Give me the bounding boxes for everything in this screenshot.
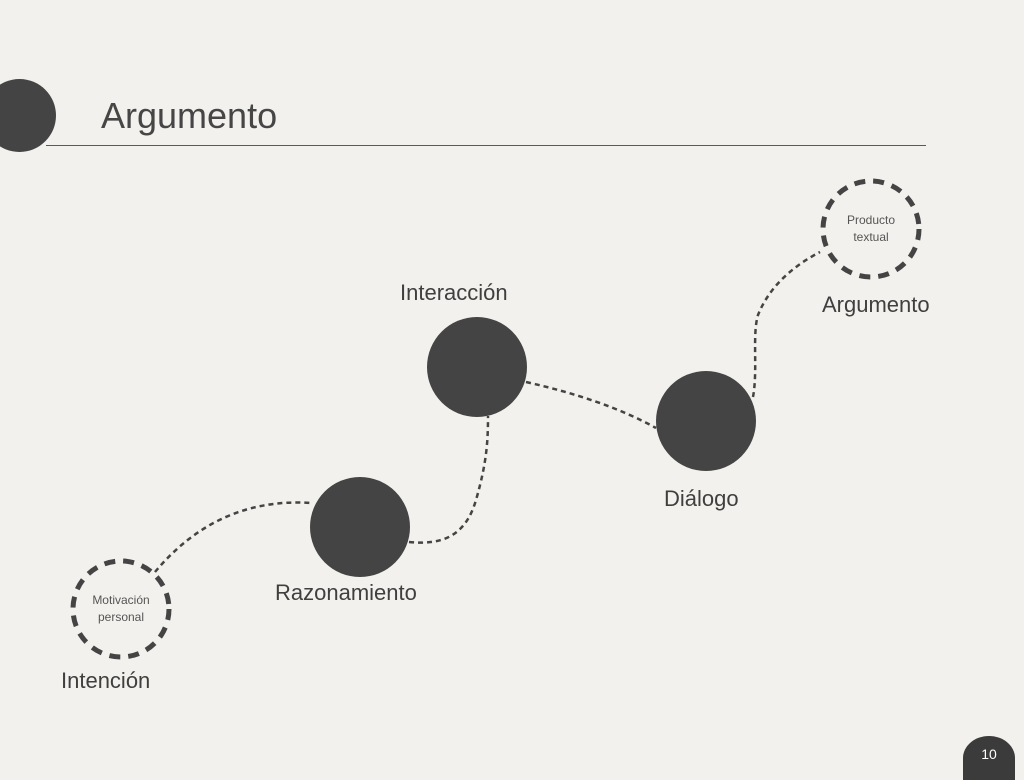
node-interaccion <box>427 317 527 417</box>
connector-razonamiento-interaccion <box>408 415 490 544</box>
node-producto-textual <box>820 178 922 280</box>
motivacion-inner-text: Motivación personal <box>71 592 171 626</box>
motivacion-line2: personal <box>97 610 145 624</box>
label-intencion: Intención <box>61 668 151 693</box>
label-dialogo: Diálogo <box>664 486 739 511</box>
node-razonamiento <box>310 477 410 577</box>
node-dialogo <box>656 371 756 471</box>
node-motivacion-personal <box>70 558 172 660</box>
producto-line1: Producto <box>846 213 896 227</box>
label-interaccion: Interacción <box>400 280 508 305</box>
connector-intencion-razonamiento <box>154 501 313 573</box>
connector-interaccion-dialogo <box>525 380 657 430</box>
label-razonamiento: Razonamiento <box>275 580 417 605</box>
connector-dialogo-producto <box>751 250 821 398</box>
producto-line2: textual <box>853 230 889 244</box>
page-number-badge: 10 <box>963 736 1015 780</box>
title-bullet-circle <box>0 79 56 152</box>
label-argumento: Argumento <box>822 292 930 317</box>
producto-inner-text: Producto textual <box>821 212 921 246</box>
title-underline <box>46 145 926 146</box>
slide-title: Argumento <box>101 95 278 136</box>
motivacion-line1: Motivación <box>92 593 150 607</box>
